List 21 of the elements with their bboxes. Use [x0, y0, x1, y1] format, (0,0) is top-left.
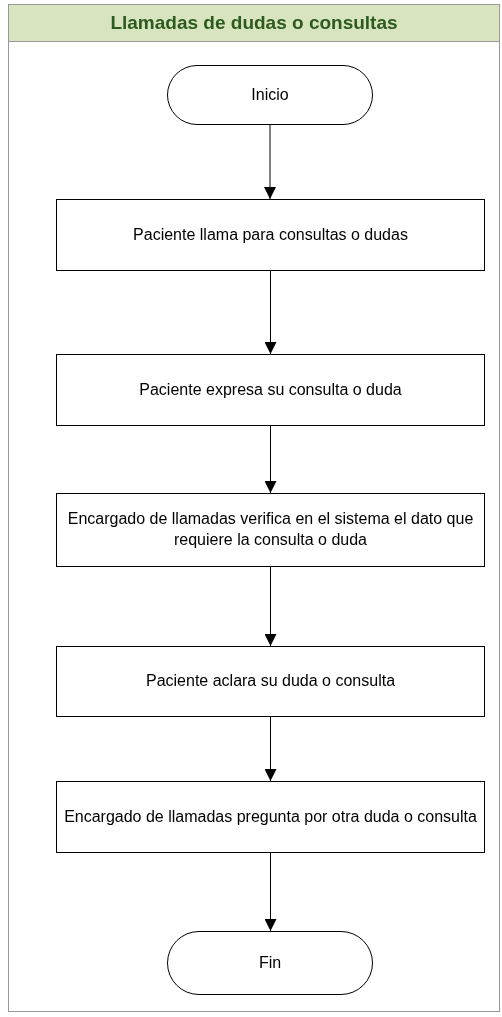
node-text: Encargado de llamadas verifica en el sistema el dato que requiere la consulta o duda [66, 509, 475, 550]
arrow [264, 124, 276, 200]
node-text: Paciente llama para consultas o dudas [133, 224, 408, 245]
process-box [56, 781, 485, 853]
process-box [56, 354, 485, 426]
swimlane [8, 4, 500, 1012]
node-text: Paciente expresa su consulta o duda [139, 379, 402, 400]
arrow [264, 425, 277, 494]
process-box [56, 493, 485, 567]
arrow [264, 270, 277, 355]
arrow [264, 716, 277, 782]
process-box [56, 646, 485, 717]
process-box [56, 199, 485, 271]
arrow [264, 852, 277, 932]
node-text: Inicio [251, 84, 289, 105]
node-text: Paciente aclara su duda o consulta [145, 671, 396, 692]
lane-title: Llamadas de dudas o consultas [110, 12, 398, 34]
node-text: Fin [258, 952, 282, 973]
terminator [167, 65, 373, 125]
arrow [264, 566, 277, 647]
node-text: Encargado de llamadas pregunta por otra duda o consulta [64, 806, 477, 827]
